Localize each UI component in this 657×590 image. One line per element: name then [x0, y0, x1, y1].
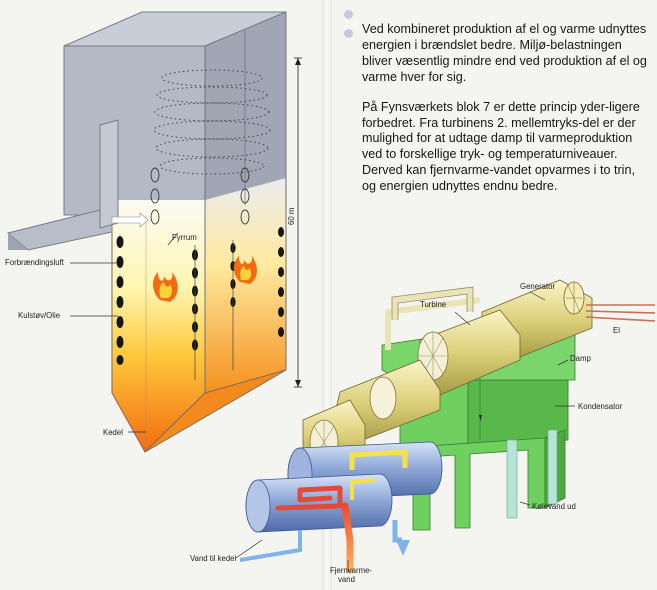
boiler [6, 11, 302, 453]
label-kondensator: Kondensator [578, 402, 623, 411]
label-el: El [613, 326, 620, 335]
bullet-dot [344, 29, 353, 38]
label-turbine: Turbine [420, 300, 447, 309]
label-vand-til-kedel: Vand til kedel [190, 554, 237, 563]
label-generator: Generator [520, 282, 556, 291]
paragraph-1: Ved kombineret produktion af el og varme… [362, 22, 647, 84]
body-text: Ved kombineret produktion af el og varme… [362, 22, 652, 209]
label-kedel: Kedel [103, 428, 123, 437]
label-forbraendingsluft: Forbrændingsluft [5, 258, 64, 267]
bullet-dot [344, 10, 353, 19]
paragraph-2: På Fynsværkets blok 7 er dette princip y… [362, 99, 640, 194]
label-kolevand-ud: Kølevand ud [532, 502, 576, 511]
turbine-plant [235, 279, 656, 574]
label-fjernvarmevand-2: vand [338, 575, 355, 584]
flame-icon [153, 272, 178, 302]
page-fold [322, 0, 332, 590]
label-kulstov-olie: Kulstøv/Olie [18, 311, 61, 320]
label-damp: Damp [570, 354, 591, 363]
label-fjernvarmevand-1: Fjernvarme- [330, 566, 373, 575]
label-height: 60 m [287, 207, 296, 225]
label-fyrrum: Fyrrum [172, 233, 197, 242]
flame-icon [233, 256, 258, 284]
